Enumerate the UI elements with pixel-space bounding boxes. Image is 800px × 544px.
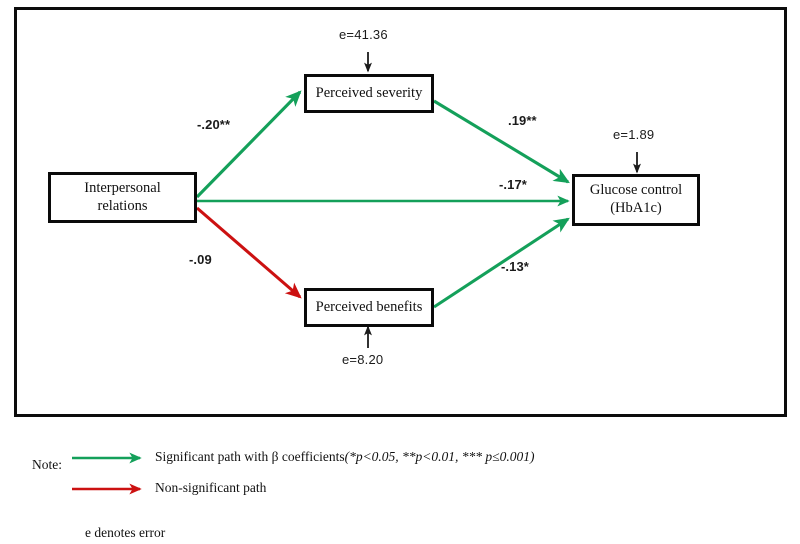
error-label-glucose: e=1.89 (613, 127, 655, 142)
coefficient-interpersonal-to-glucose: -.17* (499, 177, 527, 192)
coefficient-interpersonal-to-severity: -.20** (197, 117, 231, 132)
coefficient-interpersonal-to-benefits: -.09 (189, 252, 212, 267)
error-label-benefits: e=8.20 (342, 352, 384, 367)
legend-non-significant-text: Non-significant path (155, 480, 267, 495)
node-interpersonal-relations-label: Interpersonal relations (84, 179, 161, 214)
node-perceived-benefits[interactable]: Perceived benefits (304, 288, 434, 327)
node-perceived-severity[interactable]: Perceived severity (304, 74, 434, 113)
legend-row-significant: Significant path with β coefficients (*p… (155, 449, 534, 465)
node-perceived-severity-label: Perceived severity (315, 84, 423, 101)
node-perceived-benefits-label: Perceived benefits (315, 298, 423, 315)
node-glucose-control[interactable]: Glucose control (HbA1c) (572, 174, 700, 226)
legend-significant-pvalues: (*p<0.05, **p<0.01, *** p≤0.001) (344, 449, 535, 464)
coefficient-severity-to-glucose: .19** (508, 113, 537, 128)
node-interpersonal-relations[interactable]: Interpersonal relations (48, 172, 197, 223)
legend-row-non-significant: Non-significant path (155, 480, 266, 496)
legend-note-label: Note: (32, 457, 62, 472)
node-glucose-control-label: Glucose control (HbA1c) (589, 182, 683, 216)
coefficient-benefits-to-glucose: -.13* (501, 259, 529, 274)
legend-significant-text: Significant path with β coefficients (155, 449, 345, 464)
legend-error-denotes: e denotes error (85, 525, 166, 540)
error-label-severity: e=41.36 (339, 27, 388, 42)
